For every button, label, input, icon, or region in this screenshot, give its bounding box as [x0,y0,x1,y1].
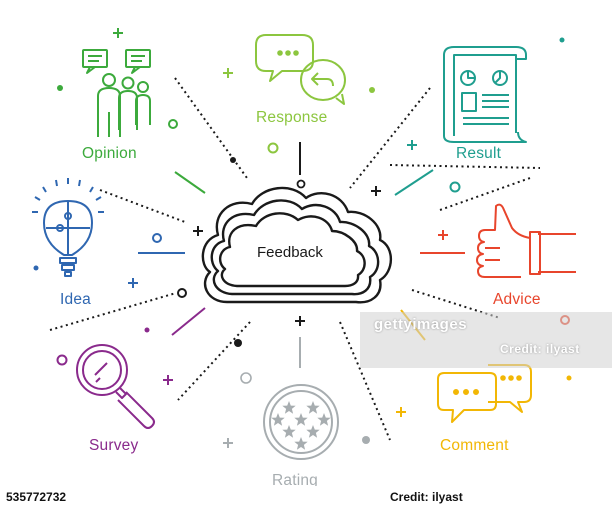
label-comment: Comment [440,437,509,454]
rating-star-icon [306,425,320,438]
label-idea: Idea [60,291,91,308]
rating-star-icon [317,413,331,426]
connector-survey [177,321,251,401]
connector-result [349,87,431,189]
reply-speech-bubbles-icon [255,34,346,105]
watermark-band: gettyimages Credit: ilyast [360,312,612,368]
thumbs-up-icon [476,203,576,278]
rating-star-icon [282,401,296,414]
label-rating: Rating [272,472,319,489]
rating-star-icon [271,413,285,426]
rating-star-icon [294,413,308,426]
label-opinion: Opinion [82,145,137,162]
rating-star-icon [306,401,320,414]
label-response: Response [256,109,328,126]
chat-bubbles-icon [437,364,532,423]
connector-lines [49,77,541,441]
star-rating-badge-icon [263,384,339,460]
stock-footer: 535772732 Credit: ilyast [0,486,612,510]
stock-id: 535772732 [6,490,67,504]
report-document-icon [443,46,527,143]
watermark-brand: gettyimages [374,316,468,333]
rating-star-icon [294,437,308,450]
connector-opinion [174,77,248,179]
connector-idea [49,189,186,331]
decor-dots [33,37,572,444]
label-survey: Survey [89,437,139,454]
lightbulb-puzzle-icon [32,178,104,277]
decor-plus-signs [113,28,448,448]
connector-comment [389,164,541,169]
stock-credit: Credit: ilyast [390,490,463,504]
watermark-credit: Credit: ilyast [500,342,580,356]
label-result: Result [456,145,502,162]
cloud-icon [201,186,393,304]
rating-star-icon [282,425,296,438]
label-advice: Advice [493,291,541,308]
center-label: Feedback [257,244,323,261]
group-speech-bubbles-icon [82,49,151,137]
magnifying-glass-icon [76,344,155,429]
